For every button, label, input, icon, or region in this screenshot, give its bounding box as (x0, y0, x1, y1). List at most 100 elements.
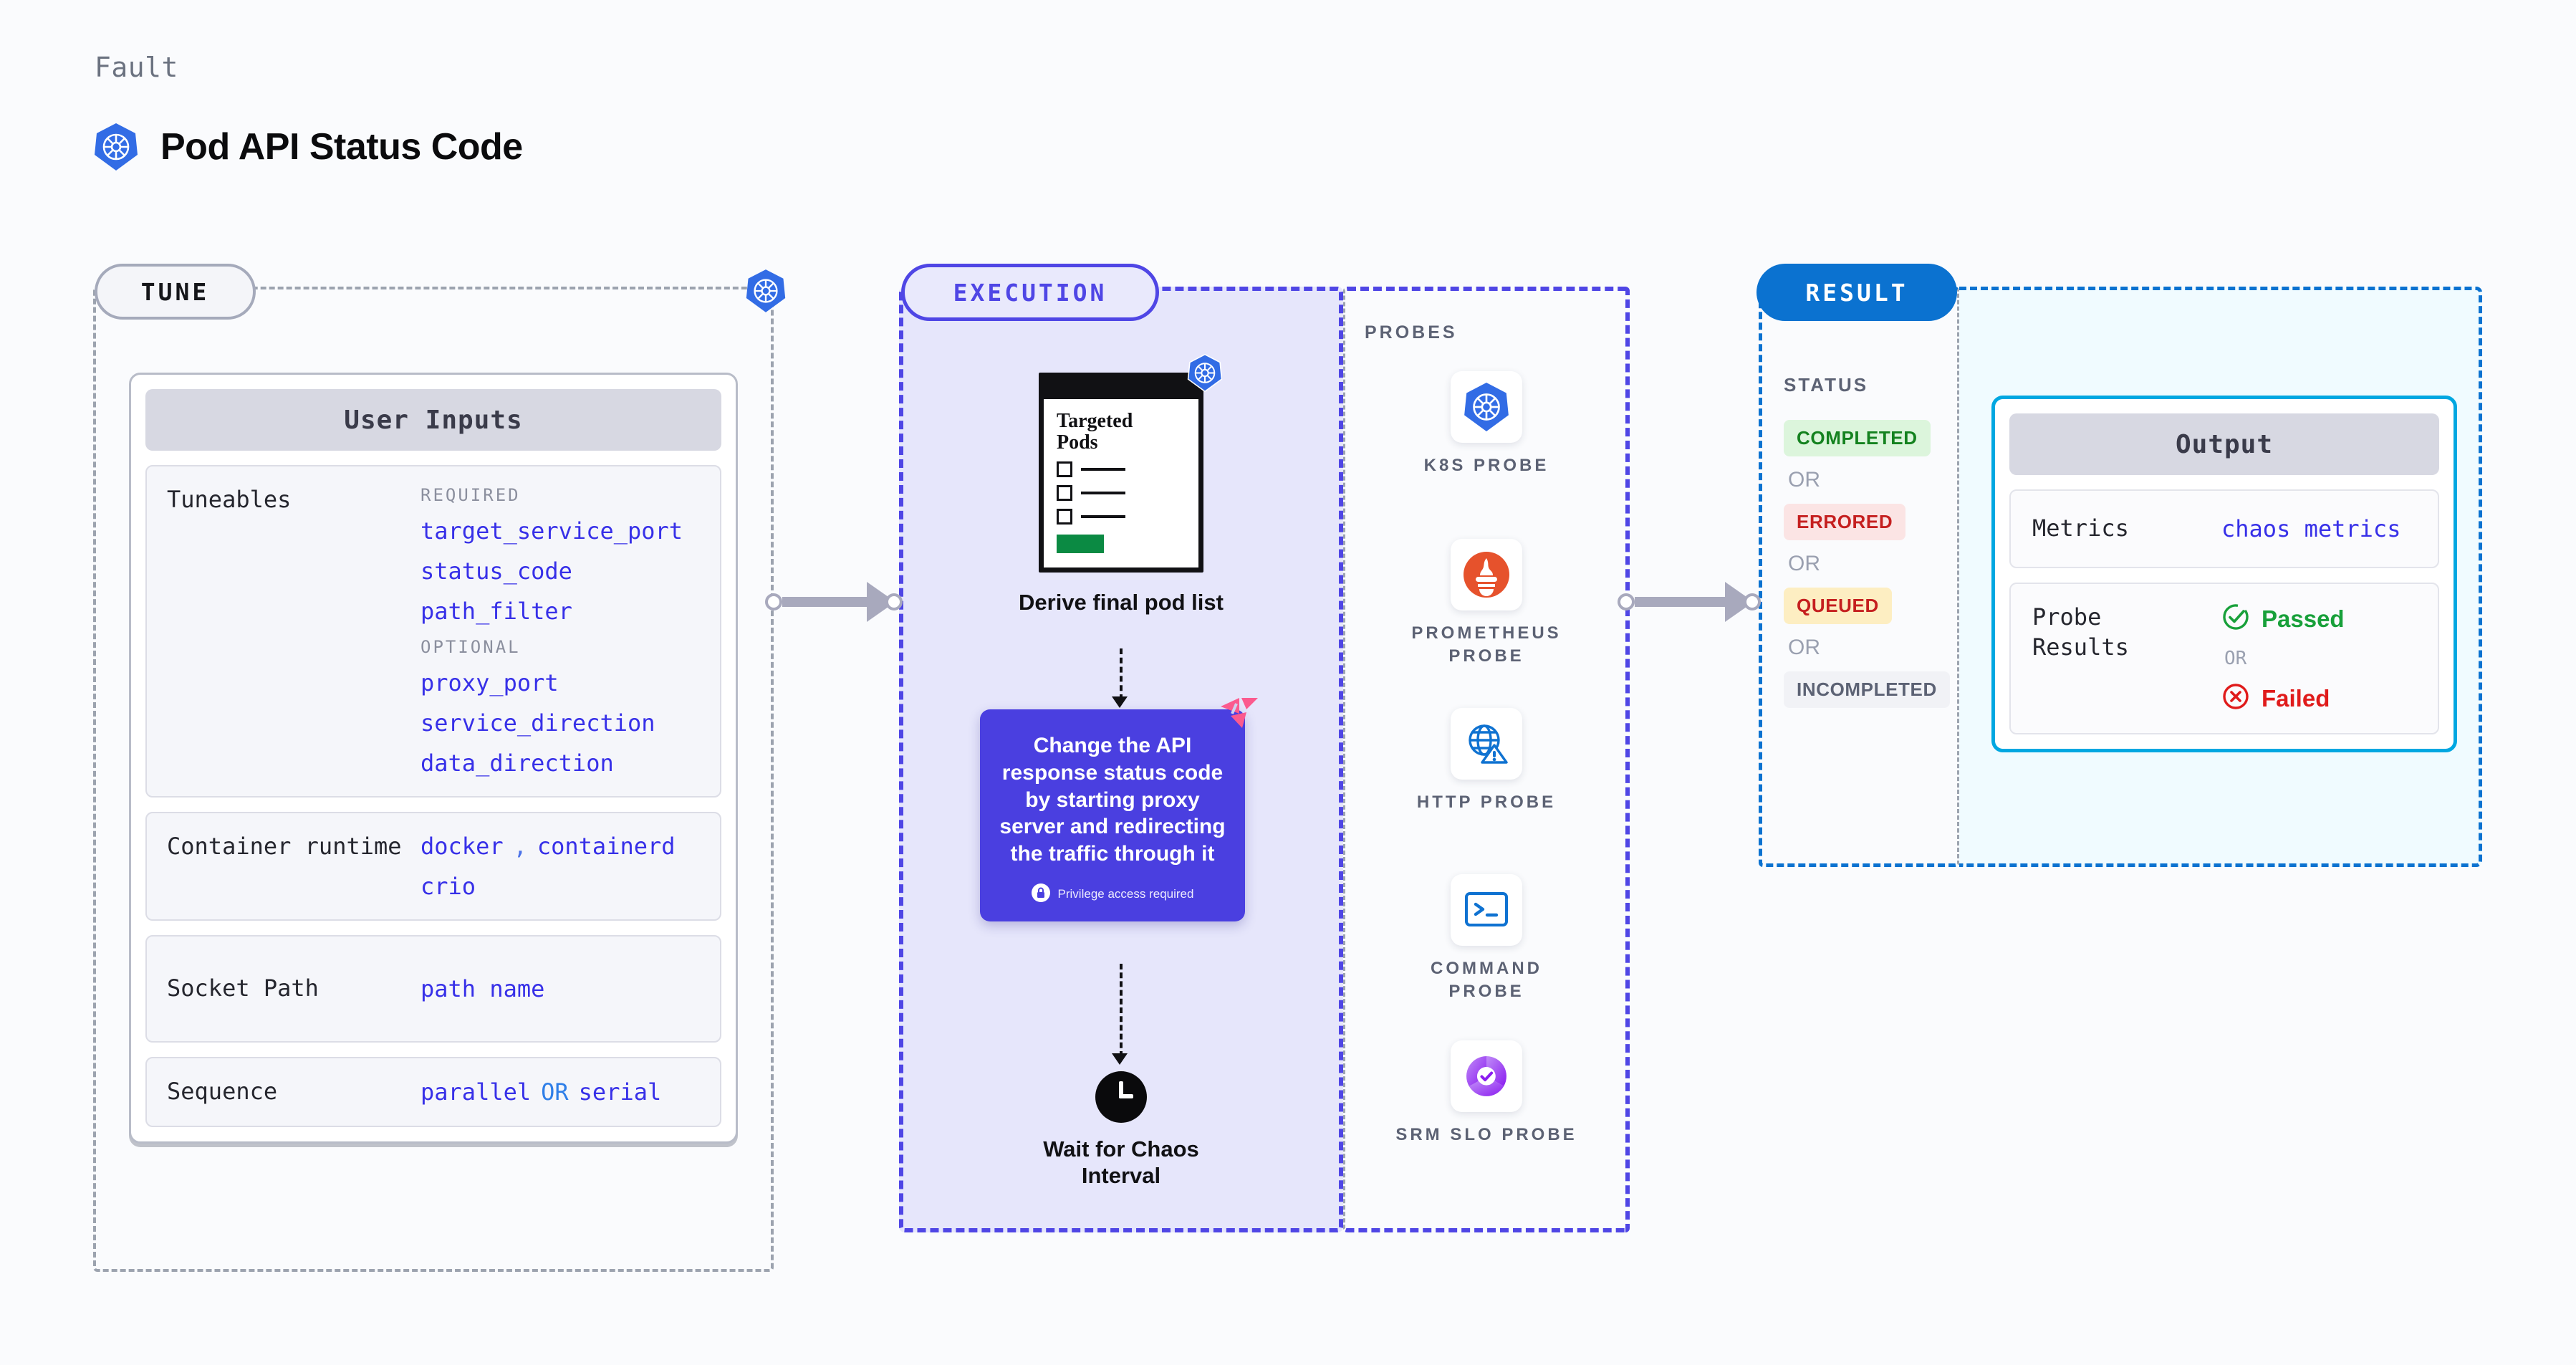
targeted-pods-document: Targeted Pods (1039, 353, 1223, 573)
probe-results-row: Probe Results Passed OR (2009, 583, 2439, 734)
sequence-parallel[interactable]: parallel (420, 1078, 532, 1106)
checkbox-icon (1057, 461, 1072, 478)
stage-pill-result[interactable]: RESULT (1756, 264, 1957, 321)
socket-path-value[interactable]: path name (420, 975, 545, 1002)
checkbox-icon (1057, 485, 1072, 502)
container-runtime-row: Container runtime docker , containerd cr… (145, 812, 721, 921)
status-badge-errored: ERRORED (1784, 504, 1906, 540)
status-list: COMPLETED OR ERRORED OR QUEUED OR INCOMP… (1784, 420, 1963, 708)
sequence-row: Sequence parallel OR serial (145, 1057, 721, 1127)
kubernetes-icon (1451, 371, 1522, 443)
tuneables-label: Tuneables (167, 486, 292, 513)
status-region (1759, 287, 1959, 867)
probe-k8s[interactable]: K8S PROBE (1393, 371, 1580, 477)
kubernetes-icon (1187, 353, 1223, 396)
runtime-separator: , (513, 833, 527, 860)
lock-icon (1031, 883, 1050, 906)
metrics-value[interactable]: chaos metrics (2221, 515, 2401, 542)
metrics-label: Metrics (2032, 514, 2129, 542)
status-or-2: OR (1788, 552, 1820, 575)
probe-srm-slo[interactable]: SRM SLO PROBE (1393, 1040, 1580, 1146)
clock-icon (1095, 1071, 1147, 1123)
pod-list-item (1057, 485, 1186, 502)
tuneable-target-service-port[interactable]: target_service_port (420, 517, 683, 545)
card-title-output: Output (2009, 413, 2439, 475)
required-group-header: REQUIRED (420, 485, 521, 505)
tuneable-path-filter[interactable]: path_filter (420, 598, 572, 625)
connector-start-dot (1618, 593, 1635, 610)
connector-end-dot (1744, 593, 1761, 610)
probe-label: HTTP PROBE (1416, 792, 1557, 812)
chaos-action-card: Change the API response status code by s… (980, 698, 1258, 921)
flow-dashed-line (1120, 964, 1123, 1057)
socket-path-label: Socket Path (167, 974, 319, 1002)
connector-line (1635, 597, 1726, 607)
connector-tune-to-execution (765, 582, 903, 622)
text-rule (1081, 515, 1125, 519)
status-badge-queued: QUEUED (1784, 588, 1892, 624)
probe-results-label: Probe Results (2032, 603, 2129, 661)
user-inputs-card: User Inputs Tuneables REQUIRED target_se… (129, 373, 738, 1144)
privilege-note-row: Privilege access required (999, 883, 1226, 906)
card-title-user-inputs: User Inputs (145, 389, 721, 451)
tuneable-proxy-port[interactable]: proxy_port (420, 669, 559, 696)
connector-execution-to-result (1618, 582, 1761, 622)
flow-arrowhead (1112, 1053, 1128, 1065)
probe-http[interactable]: HTTP PROBE (1393, 708, 1580, 814)
runtime-containerd[interactable]: containerd (537, 833, 676, 860)
optional-group-header: OPTIONAL (420, 637, 521, 657)
sequence-serial[interactable]: serial (578, 1078, 662, 1106)
chaos-action-text: Change the API response status code by s… (999, 734, 1226, 866)
page-title-row: Pod API Status Code (93, 122, 523, 172)
tuneables-row: Tuneables REQUIRED target_service_port s… (145, 465, 721, 798)
derive-pod-list-caption: Derive final pod list (1019, 590, 1224, 616)
probe-result-or: OR (2224, 648, 2247, 669)
flow-dashed-line (1120, 648, 1123, 700)
connector-line (782, 597, 868, 607)
tune-region (93, 287, 774, 1272)
wait-caption-line2: Interval (1081, 1163, 1161, 1189)
probes-section-title: PROBES (1365, 322, 1458, 343)
harness-ribbon-icon (1218, 696, 1258, 737)
tuneable-data-direction[interactable]: data_direction (420, 749, 614, 777)
probe-label: COMMAND PROBE (1431, 959, 1542, 1002)
fault-eyebrow: Fault (95, 52, 178, 83)
terminal-icon (1451, 874, 1522, 946)
progress-bar (1057, 535, 1104, 554)
prometheus-icon (1451, 539, 1522, 610)
flow-arrowhead (1112, 696, 1128, 708)
kubernetes-icon (93, 122, 139, 172)
kubernetes-icon (745, 268, 787, 317)
metrics-row: Metrics chaos metrics (2009, 489, 2439, 568)
checkbox-icon (1057, 509, 1072, 525)
pod-list-item (1057, 461, 1186, 478)
stage-pill-tune[interactable]: TUNE (95, 264, 256, 320)
text-rule (1081, 468, 1125, 471)
tuneable-service-direction[interactable]: service_direction (420, 709, 655, 737)
socket-path-row: Socket Path path name (145, 935, 721, 1043)
probe-result-failed: Failed (2221, 682, 2416, 714)
tuneable-status-code[interactable]: status_code (420, 557, 572, 585)
stage-pill-execution[interactable]: EXECUTION (901, 264, 1159, 321)
sequence-or: OR (541, 1078, 569, 1106)
probe-label: PROMETHEUS PROBE (1411, 623, 1562, 666)
http-globe-warning-icon (1451, 708, 1522, 780)
runtime-crio[interactable]: crio (420, 873, 476, 900)
failed-label: Failed (2262, 684, 2330, 712)
wait-for-chaos-node: Wait for Chaos Interval (1003, 1071, 1239, 1189)
status-section-title: STATUS (1784, 374, 1869, 396)
probe-prometheus[interactable]: PROMETHEUS PROBE (1393, 539, 1580, 669)
x-circle-icon (2221, 682, 2250, 714)
status-badge-incompleted: INCOMPLETED (1784, 671, 1950, 708)
connector-start-dot (765, 593, 782, 610)
probe-label: K8S PROBE (1423, 456, 1549, 475)
status-or-1: OR (1788, 468, 1820, 492)
wait-caption-line1: Wait for Chaos (1043, 1136, 1199, 1162)
text-rule (1081, 492, 1125, 495)
derive-pod-list-node: Targeted Pods (1003, 353, 1239, 616)
probe-command[interactable]: COMMAND PROBE (1393, 874, 1580, 1004)
runtime-docker[interactable]: docker (420, 833, 504, 860)
passed-label: Passed (2262, 605, 2345, 632)
status-or-3: OR (1788, 636, 1820, 659)
